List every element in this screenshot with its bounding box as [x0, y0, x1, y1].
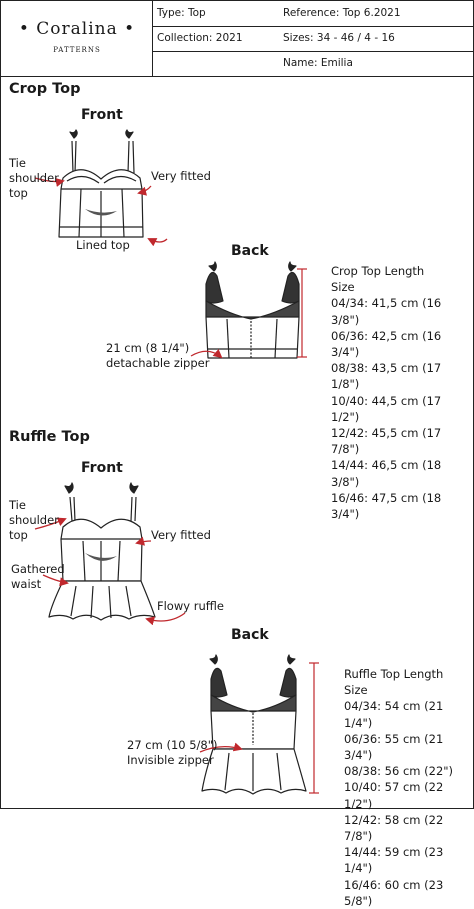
callout-arrows: [34, 177, 243, 753]
ruffle-top-front-drawing: [48, 482, 156, 621]
size-row: 04/34: 41,5 cm (16 3/8"): [331, 296, 442, 327]
flowy-ruffle-label: Flowy ruffle: [157, 599, 224, 613]
crop-length-table: Crop Top Length Size 04/34: 41,5 cm (16 …: [331, 263, 473, 522]
crop-front-title: Front: [81, 107, 123, 123]
size-row: 16/46: 47,5 cm (18 3/4"): [331, 490, 442, 522]
type-field: Type: Top: [157, 7, 206, 19]
length-measure-lines: [297, 268, 319, 794]
tie-shoulder-label: Tie shoulder top: [9, 156, 59, 200]
ruffle-top-back-drawing: [201, 654, 307, 795]
size-row: 14/44: 59 cm (23 1/4"): [344, 845, 444, 876]
brand-name: • Coralina •: [18, 19, 136, 39]
zipper-label: 21 cm (8 1/4") detachable zipper: [106, 341, 210, 370]
header-divider: [153, 26, 474, 27]
ruffle-back-title: Back: [231, 627, 269, 643]
size-row: 12/42: 58 cm (22 7/8"): [344, 812, 444, 844]
size-row: 08/38: 56 cm (22"): [344, 764, 454, 779]
very-fitted-label: Very fitted: [151, 528, 211, 542]
garment-illustrations: [34, 129, 319, 795]
lined-top-label: Lined top: [76, 238, 130, 252]
header: • Coralina • PATTERNS Type: Top Referenc…: [1, 1, 474, 77]
ruffle-front-title: Front: [81, 460, 123, 476]
size-row: 12/42: 45,5 cm (17 7/8"): [331, 426, 442, 457]
brand-subtitle: PATTERNS: [53, 46, 101, 54]
crop-top-front-drawing: [58, 129, 144, 238]
size-row: 04/34: 54 cm (21 1/4"): [344, 699, 444, 730]
crop-top-title: Crop Top: [9, 81, 81, 97]
size-row: 06/36: 55 cm (21 3/4"): [344, 731, 444, 763]
size-row: 08/38: 43,5 cm (17 1/8"): [331, 361, 442, 392]
sizes-field: Sizes: 34 - 46 / 4 - 16: [283, 32, 395, 44]
collection-field: Collection: 2021: [157, 32, 243, 44]
ruffle-top-title: Ruffle Top: [9, 429, 90, 445]
size-row: 06/36: 42,5 cm (16 3/4"): [331, 328, 442, 360]
header-divider: [153, 51, 474, 52]
crop-back-title: Back: [231, 243, 269, 259]
tie-shoulder-label: Tie shoulder top: [9, 498, 59, 542]
very-fitted-label: Very fitted: [151, 169, 211, 183]
reference-field: Reference: Top 6.2021: [283, 7, 401, 19]
size-row: 14/44: 46,5 cm (18 3/8"): [331, 458, 442, 489]
size-row: 10/40: 44,5 cm (17 1/2"): [331, 393, 442, 424]
zipper-label: 27 cm (10 5/8") Invisible zipper: [127, 738, 218, 767]
ruffle-length-table: Ruffle Top Length Size 04/34: 54 cm (21 …: [344, 666, 473, 909]
crop-top-back-drawing: [205, 261, 300, 359]
size-row: 16/46: 60 cm (23 5/8"): [344, 877, 444, 908]
brand-logo: • Coralina • PATTERNS: [1, 1, 153, 77]
gathered-waist-label: Gathered waist: [11, 562, 65, 591]
name-field: Name: Emilia: [283, 57, 353, 69]
size-row: 10/40: 57 cm (22 1/2"): [344, 780, 444, 811]
